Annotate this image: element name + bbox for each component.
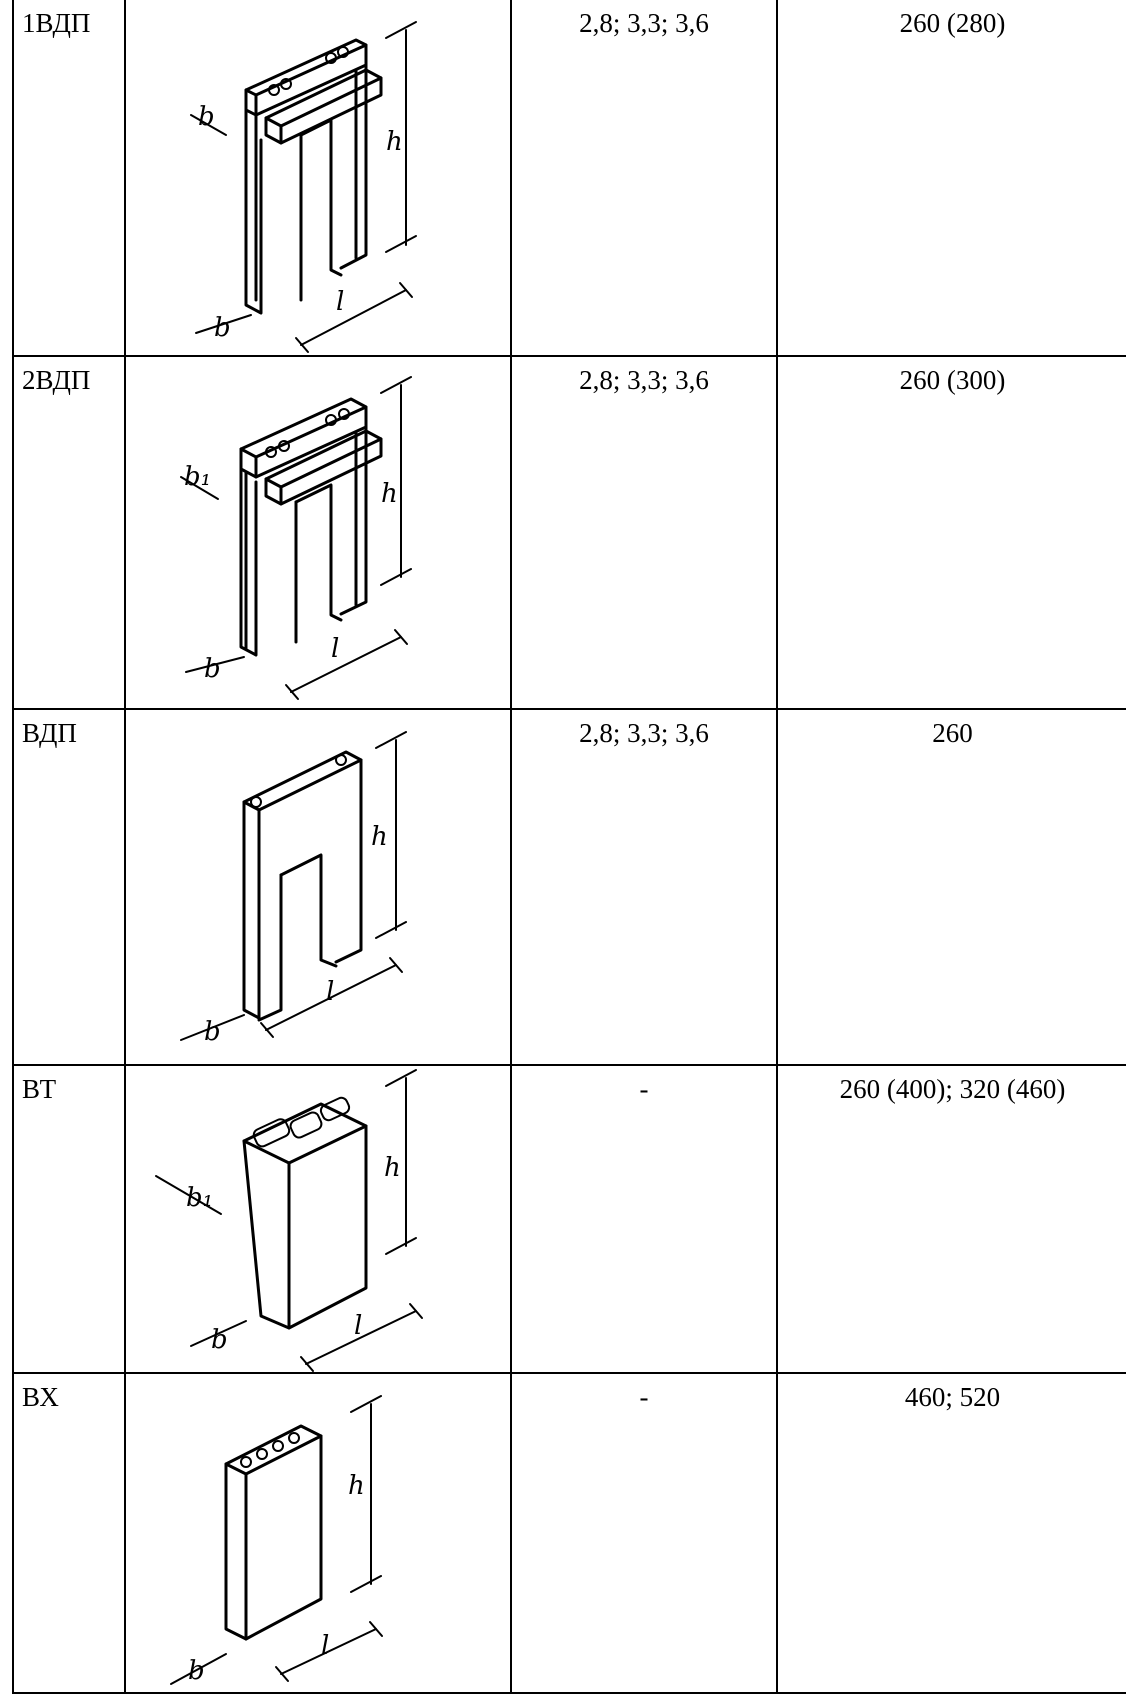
block-code: 2ВДП: [22, 365, 91, 395]
block-code: ВТ: [22, 1074, 57, 1104]
code-cell: 2ВДП: [12, 355, 126, 710]
heights-value: 2,8; 3,3; 3,6: [579, 718, 709, 748]
width-label: b: [211, 1325, 228, 1355]
heights-cell: 2,8; 3,3; 3,6: [510, 708, 778, 1066]
width-label: b: [204, 1017, 221, 1047]
column-block-icon: h l b: [126, 710, 512, 1064]
length-label: l: [321, 1631, 329, 1661]
thickness-cell: 260: [776, 708, 1126, 1066]
length-label: l: [336, 287, 344, 317]
height-label: h: [386, 127, 403, 157]
drawing-cell: h l b b₁: [124, 355, 512, 710]
thickness-value: 260 (400); 320 (460): [839, 1074, 1066, 1104]
table-row: 2ВДП: [12, 355, 1126, 710]
code-cell: ВХ: [12, 1372, 126, 1694]
column-block-with-console-icon: h l b b₁: [126, 357, 512, 708]
depth-label: b: [198, 102, 215, 132]
tapered-block-icon: h b₁ b l: [126, 1066, 512, 1372]
thickness-cell: 260 (280): [776, 0, 1126, 357]
heights-cell: 2,8; 3,3; 3,6: [510, 355, 778, 710]
height-label: h: [371, 822, 388, 852]
drawing-cell: h b₁ b l: [124, 1064, 512, 1374]
table-row: 1ВДП: [12, 0, 1126, 357]
column-block-with-console-icon: h l b b: [126, 0, 512, 354]
width-label: b: [204, 654, 221, 684]
thickness-cell: 260 (400); 320 (460): [776, 1064, 1126, 1374]
depth-label: b₁: [186, 1183, 213, 1213]
block-code: ВХ: [22, 1382, 59, 1412]
thickness-value: 260 (280): [899, 8, 1006, 38]
height-label: h: [381, 479, 398, 509]
table-row: ВТ h b₁: [12, 1064, 1126, 1374]
heights-cell: -: [510, 1064, 778, 1374]
thickness-value: 260 (300): [899, 365, 1006, 395]
length-label: l: [331, 634, 339, 664]
heights-value: 2,8; 3,3; 3,6: [579, 365, 709, 395]
heights-value: -: [639, 1074, 649, 1104]
specification-table: 1ВДП: [12, 0, 1126, 1694]
heights-value: 2,8; 3,3; 3,6: [579, 8, 709, 38]
thickness-cell: 460; 520: [776, 1372, 1126, 1694]
drawing-cell: h b l: [124, 1372, 512, 1694]
width-label: b: [188, 1656, 205, 1686]
length-label: l: [354, 1311, 362, 1341]
drawing-cell: h l b: [124, 708, 512, 1066]
drawing-cell: h l b b: [124, 0, 512, 357]
height-label: h: [384, 1153, 401, 1183]
block-code: ВДП: [22, 718, 77, 748]
heights-cell: -: [510, 1372, 778, 1694]
code-cell: 1ВДП: [12, 0, 126, 357]
depth-label: b₁: [184, 462, 211, 492]
block-code: 1ВДП: [22, 8, 91, 38]
heights-cell: 2,8; 3,3; 3,6: [510, 0, 778, 357]
hollow-block-icon: h b l: [126, 1374, 512, 1692]
code-cell: ВТ: [12, 1064, 126, 1374]
length-label: l: [326, 977, 334, 1007]
code-cell: ВДП: [12, 708, 126, 1066]
thickness-value: 260: [932, 718, 973, 748]
height-label: h: [348, 1471, 365, 1501]
table-row: ВДП h: [12, 708, 1126, 1066]
heights-value: -: [639, 1382, 649, 1412]
thickness-value: 460; 520: [904, 1382, 1001, 1412]
width-label: b: [214, 313, 231, 343]
table-row: ВХ h b: [12, 1372, 1126, 1694]
thickness-cell: 260 (300): [776, 355, 1126, 710]
